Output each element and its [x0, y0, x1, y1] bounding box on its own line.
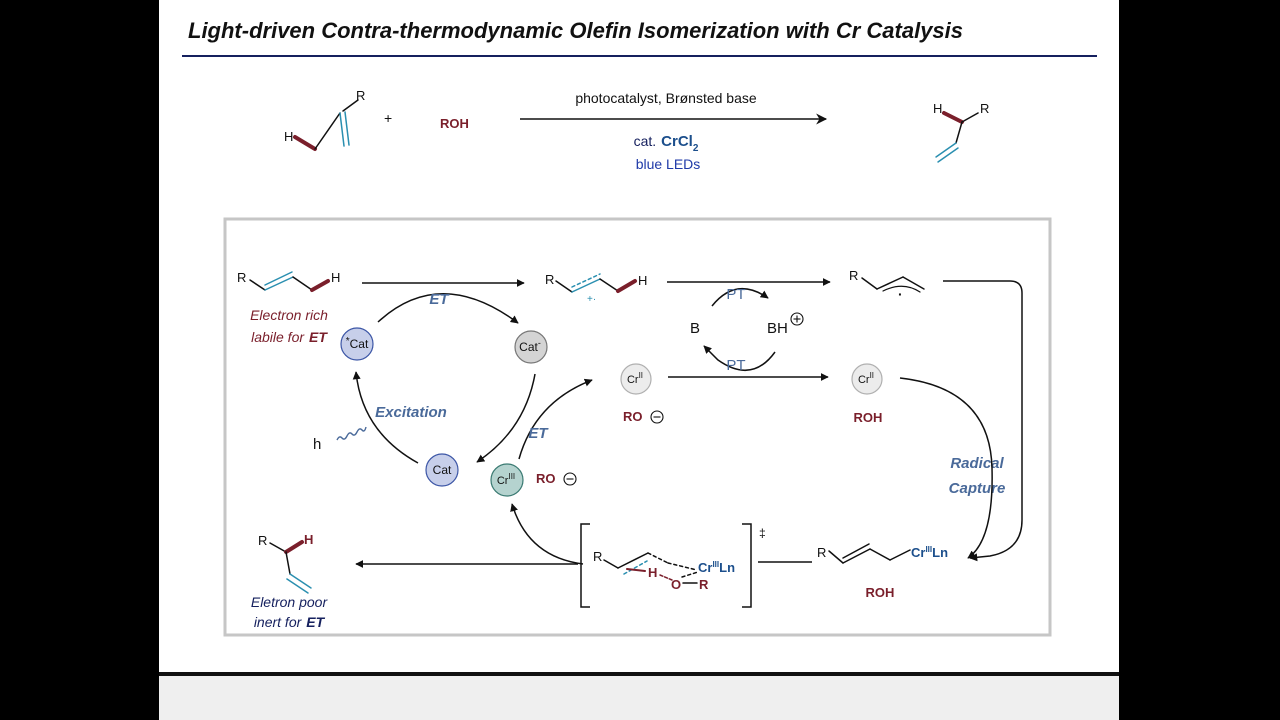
ts-dagger: ‡	[759, 526, 766, 540]
conditions-catalyst: cat.CrCl2	[634, 133, 699, 154]
cr-ii-right-label: CrII	[858, 371, 874, 386]
radical-capture-line2: Capture	[949, 480, 1006, 497]
allyl-radical-r: R	[849, 268, 858, 283]
light-wave-icon	[336, 426, 367, 441]
cr-iii-node	[490, 463, 524, 497]
ts-cr-label: CrIIILn	[698, 560, 735, 575]
cat-reduced-label: Cat-	[519, 338, 541, 354]
ts-h: H	[648, 565, 657, 580]
radical-cation-h: H	[638, 273, 647, 288]
arrow-pt-bottom	[703, 345, 776, 372]
arrow-cat-ground-to-cat-excited	[352, 371, 419, 464]
cr-ii-left-node	[620, 363, 652, 395]
cat-ground-label: Cat	[433, 463, 452, 477]
pt-bottom-label: PT	[726, 357, 745, 374]
product-r-label: R	[980, 101, 989, 116]
title-underline	[182, 55, 1097, 57]
radical-cation-structure	[555, 273, 637, 293]
cr-iii-label: CrIII	[497, 472, 515, 487]
minus-charge-icon-bottom	[563, 472, 577, 486]
mech-substrate	[249, 271, 330, 292]
base-b: B	[690, 320, 700, 337]
plus-charge-icon	[790, 312, 804, 326]
arrow-cat-reduced-to-cat-ground	[476, 373, 536, 463]
substrate-structure	[293, 99, 359, 151]
roh-bottom: ROH	[866, 585, 895, 600]
ts-r: R	[593, 549, 602, 564]
reagent-roh: ROH	[440, 116, 469, 131]
et-right-label: ET	[528, 425, 549, 442]
roh-right: ROH	[854, 410, 883, 425]
cat-ground-node	[425, 453, 459, 487]
radical-cation-r: R	[545, 272, 554, 287]
substrate-note-line1: Electron rich	[250, 307, 328, 323]
pt-top-label: PT	[726, 286, 745, 303]
slide-title: Light-driven Contra-thermodynamic Olefin…	[188, 18, 964, 43]
ts-r2: R	[699, 577, 709, 592]
conjugate-acid-bh: BH	[767, 320, 788, 337]
bottom-bar	[159, 672, 1119, 720]
radical-cation-charge: +·	[587, 294, 596, 305]
ro-minus-top: RO	[623, 409, 643, 424]
allyl-cr-r: R	[817, 545, 826, 560]
allyl-cr-label: CrIIILn	[911, 545, 948, 560]
arrow-allyl-radical-to-allyl-cr	[943, 280, 1023, 562]
mech-product-r: R	[258, 533, 267, 548]
cr-ii-left-label: CrII	[627, 371, 643, 386]
mech-product-h: H	[304, 532, 313, 547]
arrow-ts-to-cr-iii	[510, 503, 584, 565]
substrate-r-label: R	[356, 88, 365, 103]
allyl-cr-structure	[828, 543, 911, 564]
conditions-light: blue LEDs	[636, 156, 701, 172]
transition-state-structure	[603, 552, 699, 584]
allyl-radical-dot: ·	[898, 286, 903, 302]
product-note-line1: Eletron poor	[251, 594, 329, 610]
conditions-line1: photocatalyst, Brønsted base	[575, 90, 757, 106]
product-h-label: H	[933, 101, 942, 116]
plus-sign: +	[384, 110, 392, 126]
arrow-pt-top	[711, 287, 769, 307]
light-h-symbol: h	[313, 436, 321, 453]
ts-o: O	[671, 577, 681, 592]
product-structure	[935, 111, 979, 163]
arrow-cat-excited-to-cat-reduced	[377, 293, 519, 324]
et-top-label: ET	[429, 291, 450, 308]
top-reaction: H R + ROH photocatalyst, Brønsted base c…	[284, 88, 989, 172]
cat-excited-label: *Cat	[346, 336, 369, 351]
arrow-cr-ii-to-allyl-cr	[899, 377, 993, 559]
cat-excited-node	[340, 327, 374, 361]
mech-substrate-r: R	[237, 270, 246, 285]
arrow-cr-iii-to-cr-ii	[518, 378, 593, 460]
minus-charge-icon-top	[650, 410, 664, 424]
substrate-h-label: H	[284, 129, 293, 144]
ro-minus-bottom: RO	[536, 471, 556, 486]
cr-ii-right-node	[851, 363, 883, 395]
mech-product-structure	[269, 540, 312, 594]
transition-state-bracket	[580, 523, 752, 608]
radical-capture-line1: Radical	[950, 455, 1004, 472]
excitation-label: Excitation	[375, 404, 447, 421]
mech-substrate-h: H	[331, 270, 340, 285]
allyl-radical-structure	[861, 276, 925, 293]
cat-reduced-node	[514, 330, 548, 364]
